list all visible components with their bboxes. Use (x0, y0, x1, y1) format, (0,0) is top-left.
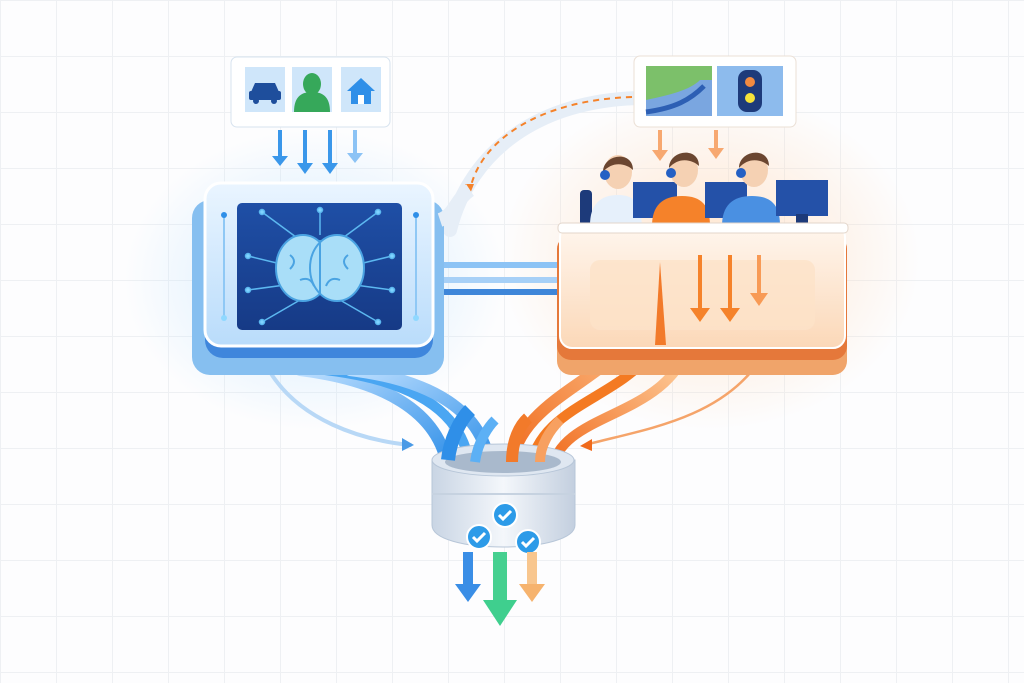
output-arrows (455, 552, 545, 626)
human-operators (580, 152, 828, 226)
river-road-icon (645, 66, 712, 116)
traffic-light-icon (717, 66, 783, 116)
human-review-desk (557, 222, 849, 375)
feedback-arc-tail (437, 184, 475, 227)
input-card-left (230, 56, 391, 128)
check-icon (492, 502, 518, 528)
check-icon (466, 524, 492, 550)
person-icon (292, 67, 332, 112)
input-arrows-left (272, 130, 363, 174)
operator-headset-icon (652, 152, 710, 226)
monitor-icon (776, 180, 828, 216)
brain-circuit-icon (244, 206, 396, 326)
house-icon (341, 67, 381, 112)
ai-brain-module (192, 181, 444, 375)
check-icon (515, 529, 541, 555)
car-icon (245, 67, 285, 112)
input-card-right (633, 55, 797, 128)
operator-headset-icon (722, 152, 780, 226)
input-arrows-right (652, 130, 724, 161)
operator-headset-icon (580, 155, 642, 226)
